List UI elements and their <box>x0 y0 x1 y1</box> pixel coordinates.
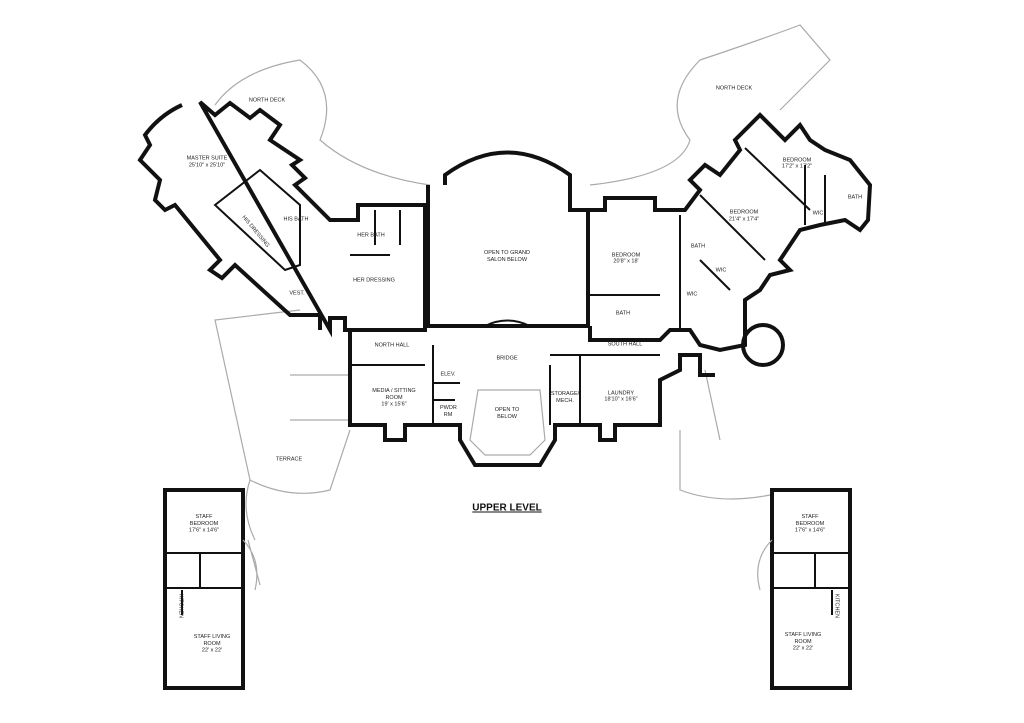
label-north-hall: NORTH HALL <box>374 342 410 349</box>
right-wing-walls <box>588 112 873 353</box>
label-kitchen-right: KITCHEN <box>833 593 840 619</box>
label-staff-bedroom-left: STAFF BEDROOM <box>189 514 219 527</box>
central-block-walls <box>348 330 715 467</box>
label-storage: STORAGE/ MECH. <box>550 391 580 404</box>
label-north-deck-left: NORTH DECK <box>248 97 286 104</box>
label-media: MEDIA / SITTING ROOM <box>372 388 416 401</box>
label-media-dim: 19' x 15'6" <box>381 401 407 408</box>
spiral-stair <box>741 323 785 367</box>
label-staff-living-left-dim: 22' x 22' <box>201 647 223 654</box>
label-staff-living-right: STAFF LIVING ROOM <box>784 632 822 645</box>
label-bedroom-c-dim: 17'2" x 17'2" <box>781 163 813 170</box>
label-bridge: BRIDGE <box>496 355 518 362</box>
master-wing-walls <box>137 100 427 338</box>
label-grand-salon: OPEN TO GRAND SALON BELOW <box>484 250 530 263</box>
label-staff-bedroom-left-dim: 17'6" x 14'6" <box>188 527 220 534</box>
label-laundry-dim: 18'10" x 16'6" <box>604 396 638 403</box>
label-her-dressing: HER DRESSING <box>353 277 395 284</box>
label-his-bath: HIS BATH <box>283 216 309 223</box>
label-staff-bedroom-right-dim: 17'6" x 14'6" <box>794 527 826 534</box>
label-bedroom-c: BEDROOM <box>782 157 812 164</box>
label-north-deck-right: NORTH DECK <box>715 85 753 92</box>
label-bedroom-b-dim: 21'4" x 17'4" <box>728 216 760 223</box>
label-bath-c: BATH <box>847 194 863 201</box>
label-bedroom-a: BEDROOM <box>611 252 641 259</box>
label-master-suite-dim: 25'10" x 25'10" <box>188 162 226 169</box>
label-wic-a: WIC <box>715 267 727 274</box>
plan-title: UPPER LEVEL <box>472 502 542 514</box>
label-her-bath: HER BATH <box>357 232 385 239</box>
label-open-below: OPEN TO BELOW <box>494 407 520 420</box>
label-pwdr: PWDR RM <box>440 405 457 418</box>
label-wic-b: WIC <box>686 291 698 298</box>
label-vest: VEST. <box>289 290 305 297</box>
deck-outlines <box>214 24 831 541</box>
label-bedroom-b: BEDROOM <box>729 209 759 216</box>
staff-unit-right <box>757 488 852 690</box>
label-staff-living-right-dim: 22' x 22' <box>792 645 814 652</box>
staff-unit-left <box>163 488 261 690</box>
label-laundry: LAUNDRY <box>607 390 635 397</box>
label-staff-bedroom-right: STAFF BEDROOM <box>795 514 825 527</box>
label-kitchen-left: KITCHEN <box>177 593 184 619</box>
label-bath-b: BATH <box>615 310 631 317</box>
grand-salon-walls <box>426 150 590 328</box>
label-master-suite: MASTER SUITE <box>186 155 228 162</box>
label-staff-living-left: STAFF LIVING ROOM <box>193 634 231 647</box>
label-bedroom-a-dim: 20'8" x 18' <box>613 258 639 265</box>
label-bath-a: BATH <box>690 243 706 250</box>
label-south-hall: SOUTH HALL <box>607 341 643 348</box>
label-elev: ELEV. <box>440 371 456 378</box>
label-wic-c: WIC <box>812 210 824 217</box>
label-terrace: TERRACE <box>275 456 303 463</box>
